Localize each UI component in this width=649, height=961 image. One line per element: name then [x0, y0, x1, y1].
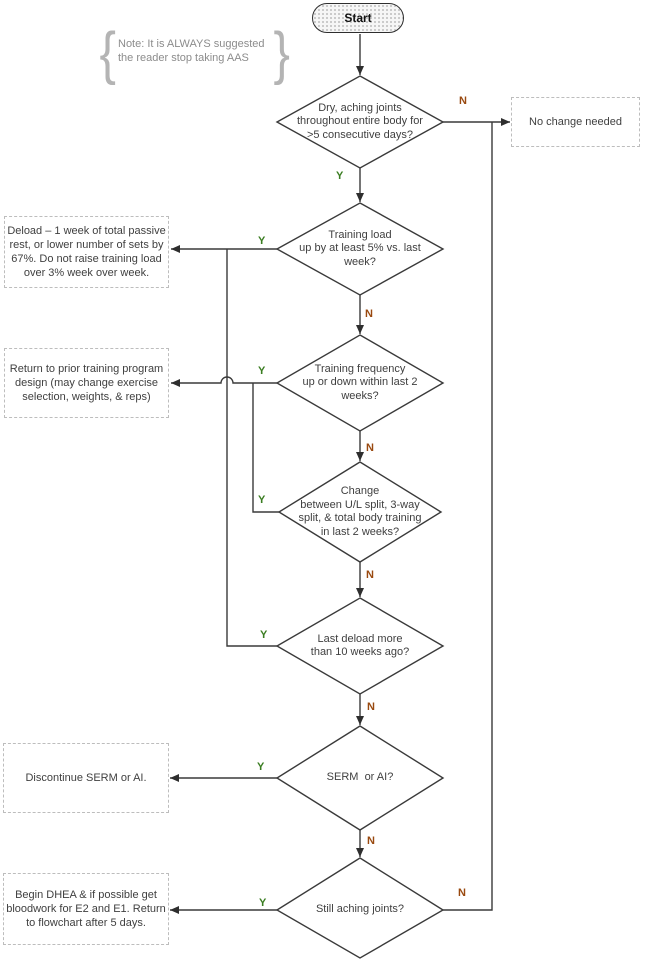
edge-d3-yes-to-return — [171, 376, 277, 387]
decision-last-deload-label: Last deload more than 10 weeks ago? — [310, 632, 410, 659]
edge-label-d7-yes: Y — [259, 897, 267, 909]
note-left-brace-icon: { — [99, 21, 116, 86]
edge-label-d4-no: N — [366, 569, 374, 581]
decision-training-load-label: Training load up by at least 5% vs. last… — [299, 228, 421, 268]
note-right-brace-icon: } — [273, 21, 290, 86]
outcome-dhea-box: Begin DHEA & if possible get bloodwork f… — [3, 873, 169, 945]
edge-label-d5-yes: Y — [260, 629, 268, 641]
edge-stillaching-no-rail — [443, 122, 493, 911]
decision-training-load-shape — [275, 202, 445, 296]
edge-label-d2-yes: Y — [258, 235, 266, 247]
edge-label-d4-yes: Y — [258, 494, 266, 506]
outcome-deload-box: Deload – 1 week of total passive rest, o… — [4, 216, 169, 288]
decision-training-frequency-shape — [275, 334, 445, 432]
decision-aching-joints-shape — [275, 75, 445, 169]
edge-label-d3-yes: Y — [258, 365, 266, 377]
start-node: Start — [312, 3, 404, 33]
decision-serm-ai-shape — [275, 725, 445, 831]
note-callout: Note: It is ALWAYS suggested the reader … — [118, 38, 265, 64]
decision-still-aching-label: Still aching joints? — [315, 903, 405, 916]
edge-label-d7-no: N — [458, 887, 466, 899]
decision-split-change-shape — [277, 461, 443, 563]
start-label: Start — [344, 11, 372, 25]
decision-still-aching-shape — [275, 857, 445, 959]
outcome-discontinue-box: Discontinue SERM or AI. — [3, 743, 169, 813]
edge-label-d6-yes: Y — [257, 761, 265, 773]
edge-label-d6-no: N — [367, 835, 375, 847]
decision-aching-joints-label: Dry, aching joints throughout entire bod… — [297, 101, 423, 141]
decision-serm-ai-label: SERM or AI? — [326, 771, 394, 784]
decision-last-deload-shape — [275, 597, 445, 695]
edge-label-d1-no: N — [459, 95, 467, 107]
edge-lastdeload-yes-rail — [226, 249, 277, 647]
edge-label-d2-no: N — [365, 308, 373, 320]
edge-label-d3-no: N — [366, 442, 374, 454]
edge-label-d5-no: N — [367, 701, 375, 713]
outcome-return-box: Return to prior training program design … — [4, 348, 169, 418]
decision-training-frequency-label: Training frequency up or down within las… — [302, 362, 418, 402]
outcome-no-change-box: No change needed — [511, 97, 640, 147]
edge-split-yes-rail — [252, 383, 279, 513]
decision-split-change-label: Change between U/L split, 3-way split, &… — [298, 485, 422, 538]
edge-label-d1-yes: Y — [336, 170, 344, 182]
